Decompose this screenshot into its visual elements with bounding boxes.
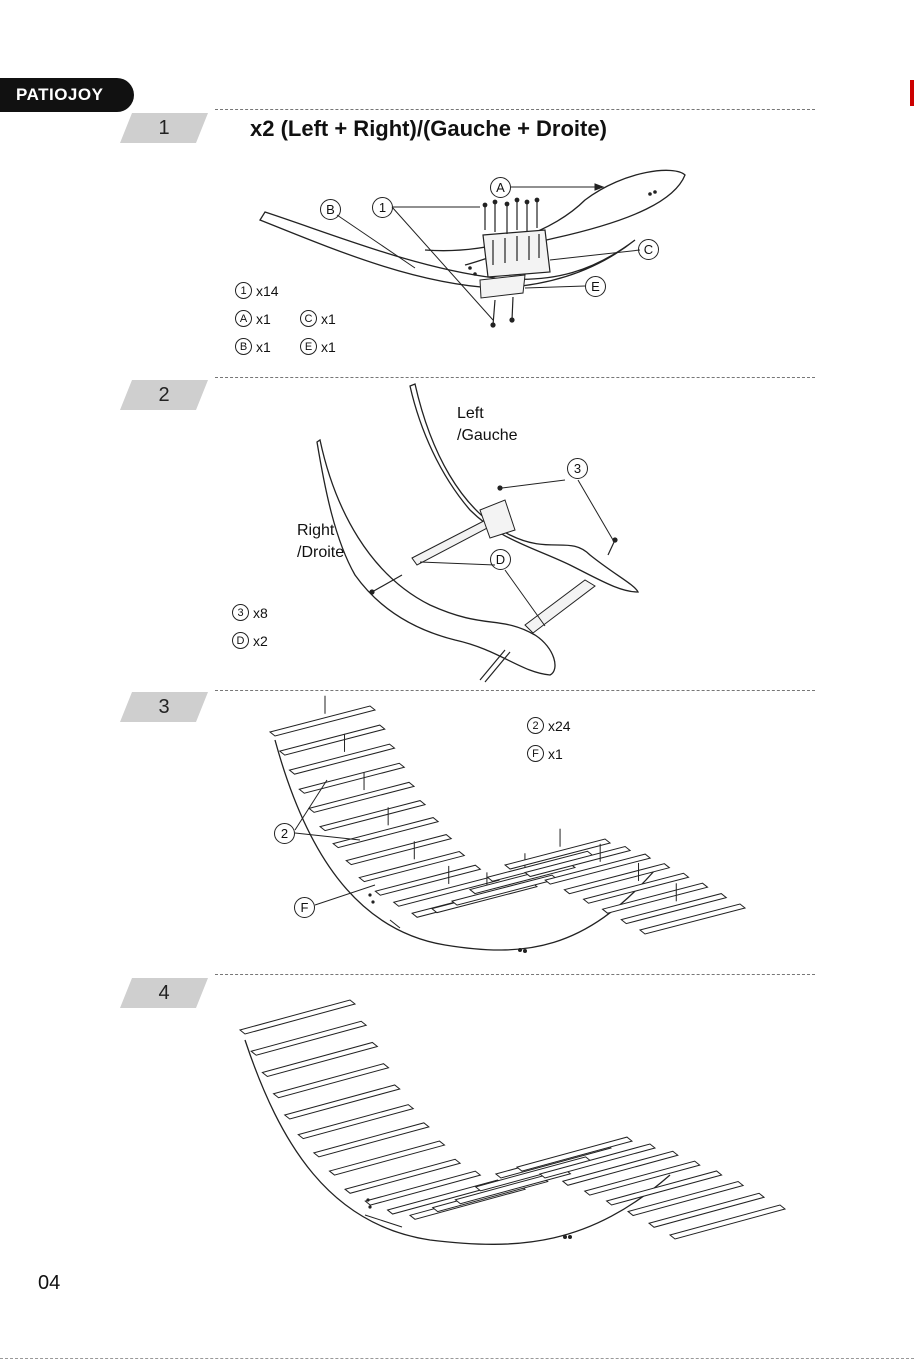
part-b-count: x1 — [256, 339, 271, 355]
seat-slat — [564, 864, 669, 894]
callout-c: C — [638, 239, 659, 260]
part-3-qty: 3 x8 — [232, 604, 268, 621]
seat-slat — [452, 875, 557, 905]
seat-slat — [603, 883, 708, 913]
right-label: Right — [297, 520, 334, 542]
seat-slat — [621, 894, 726, 924]
part-3-id: 3 — [232, 604, 249, 621]
seat-slat — [585, 1161, 700, 1195]
step-4-illustration — [230, 985, 690, 1255]
seat-slat — [649, 1193, 764, 1227]
part-f-id: F — [527, 745, 544, 762]
part-c-count: x1 — [321, 311, 336, 327]
page-number: 04 — [38, 1272, 60, 1295]
callout-b: B — [320, 199, 341, 220]
right-label-fr: /Droite — [297, 542, 344, 564]
part-a-count: x1 — [256, 311, 271, 327]
seat-slat — [607, 1171, 722, 1205]
step-3-badge: 3 — [120, 692, 208, 722]
part-e-count: x1 — [321, 339, 336, 355]
step-2-number: 2 — [158, 384, 169, 407]
part-d-count: x2 — [253, 633, 268, 649]
page-edge-marker — [910, 80, 914, 106]
step-4-badge: 4 — [120, 978, 208, 1008]
callout-d: D — [490, 549, 511, 570]
callout-3: 3 — [567, 458, 588, 479]
part-2-count: x24 — [548, 718, 571, 734]
step-3-number: 3 — [158, 696, 169, 719]
callout-2: 2 — [274, 823, 295, 844]
part-1-qty: 1 x14 — [235, 282, 279, 299]
step-4-number: 4 — [158, 982, 169, 1005]
part-d-qty: D x2 — [232, 632, 268, 649]
step-3-divider — [215, 690, 815, 691]
step-1-divider — [215, 109, 815, 110]
part-2-id: 2 — [527, 717, 544, 734]
part-1-id: 1 — [235, 282, 252, 299]
part-3-count: x8 — [253, 605, 268, 621]
part-f-qty: F x1 — [527, 745, 563, 762]
step-1-number: 1 — [158, 117, 169, 140]
part-a-id: A — [235, 310, 252, 327]
seat-slat — [584, 873, 689, 903]
seat-slat — [640, 904, 745, 934]
part-f-count: x1 — [548, 746, 563, 762]
part-d-id: D — [232, 632, 249, 649]
left-label: Left — [457, 403, 484, 425]
part-a-qty: A x1 — [235, 310, 271, 327]
callout-e: E — [585, 276, 606, 297]
page-bottom-divider — [0, 1358, 914, 1359]
brand-logo: PATIOJOY — [0, 78, 134, 112]
part-c-id: C — [300, 310, 317, 327]
part-e-qty: E x1 — [300, 338, 336, 355]
step-2-divider — [215, 377, 815, 378]
callout-f: F — [294, 897, 315, 918]
part-e-id: E — [300, 338, 317, 355]
callout-a: A — [490, 177, 511, 198]
step-1-title: x2 (Left + Right)/(Gauche + Droite) — [250, 116, 607, 142]
part-b-id: B — [235, 338, 252, 355]
seat-slat — [670, 1205, 785, 1239]
part-2-qty: 2 x24 — [527, 717, 571, 734]
part-1-count: x14 — [256, 283, 279, 299]
step-2-badge: 2 — [120, 380, 208, 410]
callout-1: 1 — [372, 197, 393, 218]
left-label-fr: /Gauche — [457, 425, 517, 447]
part-c-qty: C x1 — [300, 310, 336, 327]
seat-slat — [628, 1182, 743, 1216]
brand-logo-text: PATIOJOY — [16, 85, 103, 105]
step-4-divider — [215, 974, 815, 975]
step-3-illustration — [265, 700, 675, 965]
part-b-qty: B x1 — [235, 338, 271, 355]
step-1-badge: 1 — [120, 113, 208, 143]
